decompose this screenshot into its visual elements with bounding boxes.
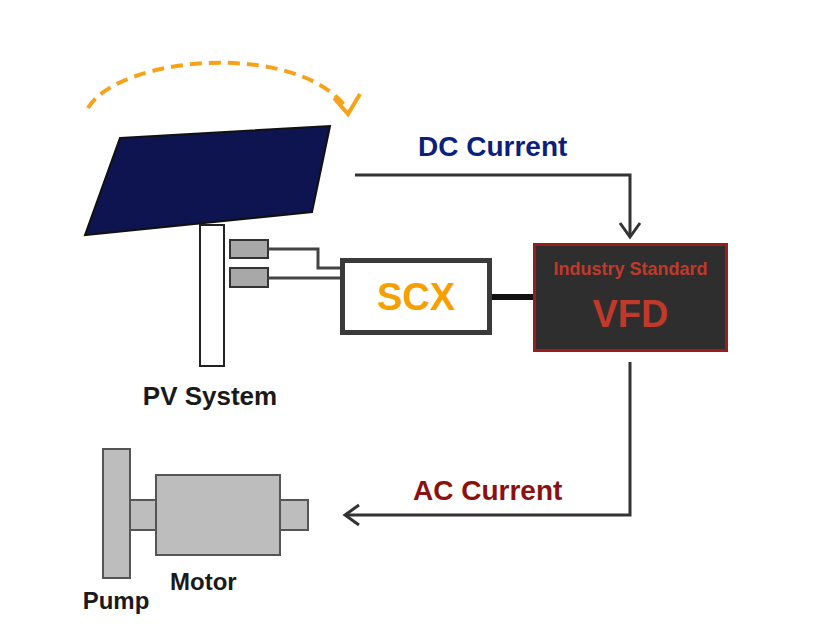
pump-plate — [103, 449, 130, 578]
connector-line — [492, 294, 533, 300]
connector-line — [345, 362, 630, 515]
connector-line — [355, 175, 630, 237]
connector — [345, 362, 630, 525]
vfd-box: Industry StandardVFD — [533, 243, 728, 352]
pump-shaft — [130, 500, 156, 530]
node-label: Pump — [83, 587, 150, 615]
edge-label: DC Current — [416, 131, 569, 163]
arrowhead — [345, 505, 359, 525]
connector — [492, 297, 533, 298]
pv-system: PV System — [80, 120, 340, 415]
connector-line — [268, 249, 340, 268]
sun-path-arrowhead — [334, 94, 360, 114]
solar-panel — [85, 126, 330, 235]
motor-body — [156, 475, 280, 555]
node-body: VFD — [593, 292, 669, 336]
panel-pole — [200, 225, 224, 366]
connector-box — [230, 240, 268, 258]
node-label: PV System — [143, 381, 277, 415]
edge-label: AC Current — [411, 475, 564, 507]
connector-line — [268, 277, 340, 280]
motor: Motor — [158, 470, 313, 596]
sun-path-arc — [88, 63, 348, 110]
pump: Pump — [71, 445, 162, 615]
connector-box — [230, 268, 268, 287]
node-label: SCX — [377, 275, 455, 319]
connector — [355, 175, 640, 237]
connector — [268, 249, 340, 268]
connector — [268, 278, 340, 279]
arrowhead — [620, 223, 640, 237]
node-label: Industry Standard — [553, 258, 707, 280]
node-label: Motor — [158, 568, 237, 596]
scx-box: SCX — [340, 258, 492, 335]
motor-shaft — [280, 500, 308, 530]
